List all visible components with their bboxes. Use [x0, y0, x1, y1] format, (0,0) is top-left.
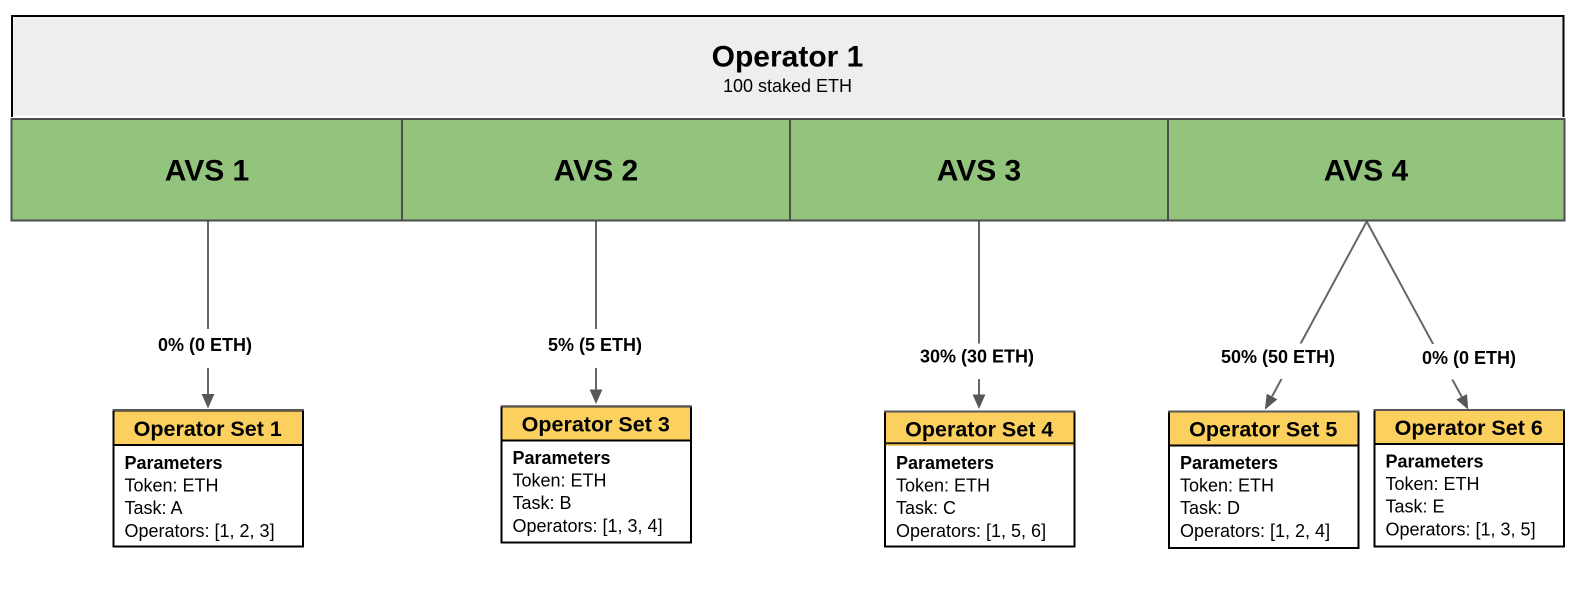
svg-text:50% (50 ETH): 50% (50 ETH): [1221, 347, 1335, 367]
svg-text:Task: A: Task: A: [125, 498, 183, 518]
svg-text:Operator 1: Operator 1: [712, 41, 864, 74]
svg-text:0% (0 ETH): 0% (0 ETH): [158, 335, 252, 355]
svg-text:100 staked ETH: 100 staked ETH: [723, 76, 852, 96]
svg-text:Token: ETH: Token: ETH: [1386, 474, 1480, 494]
svg-text:5% (5 ETH): 5% (5 ETH): [548, 335, 642, 355]
svg-text:Token: ETH: Token: ETH: [896, 476, 990, 496]
svg-text:AVS 4: AVS 4: [1324, 155, 1409, 188]
svg-text:Operator Set 6: Operator Set 6: [1395, 416, 1543, 440]
svg-text:Operator Set 3: Operator Set 3: [522, 413, 670, 437]
svg-text:Parameters: Parameters: [1180, 453, 1278, 473]
svg-text:AVS 3: AVS 3: [937, 155, 1021, 188]
svg-text:Operators: [1, 2, 4]: Operators: [1, 2, 4]: [1180, 521, 1330, 541]
svg-text:Operator Set 5: Operator Set 5: [1189, 418, 1337, 442]
svg-text:Task: E: Task: E: [1386, 497, 1445, 517]
svg-text:30% (30 ETH): 30% (30 ETH): [920, 347, 1034, 367]
svg-text:Operators: [1, 3, 5]: Operators: [1, 3, 5]: [1386, 519, 1536, 539]
svg-text:Task: D: Task: D: [1180, 498, 1240, 518]
svg-text:Task: B: Task: B: [513, 493, 572, 513]
svg-text:AVS 2: AVS 2: [554, 155, 638, 188]
svg-text:Operators: [1, 3, 4]: Operators: [1, 3, 4]: [513, 516, 663, 536]
svg-text:AVS 1: AVS 1: [165, 155, 249, 188]
svg-text:Parameters: Parameters: [1386, 452, 1484, 472]
svg-text:Operators: [1, 5, 6]: Operators: [1, 5, 6]: [896, 521, 1046, 541]
svg-text:Parameters: Parameters: [896, 453, 994, 473]
svg-text:Token: ETH: Token: ETH: [1180, 476, 1274, 496]
svg-text:Operator Set 1: Operator Set 1: [134, 417, 282, 441]
svg-text:Token: ETH: Token: ETH: [513, 471, 607, 491]
svg-text:0% (0 ETH): 0% (0 ETH): [1422, 348, 1516, 368]
svg-text:Parameters: Parameters: [125, 453, 223, 473]
svg-text:Operators: [1, 2, 3]: Operators: [1, 2, 3]: [125, 521, 275, 541]
svg-text:Operator Set 4: Operator Set 4: [905, 418, 1053, 442]
svg-text:Token: ETH: Token: ETH: [125, 476, 219, 496]
svg-text:Task: C: Task: C: [896, 498, 956, 518]
svg-text:Parameters: Parameters: [513, 448, 611, 468]
